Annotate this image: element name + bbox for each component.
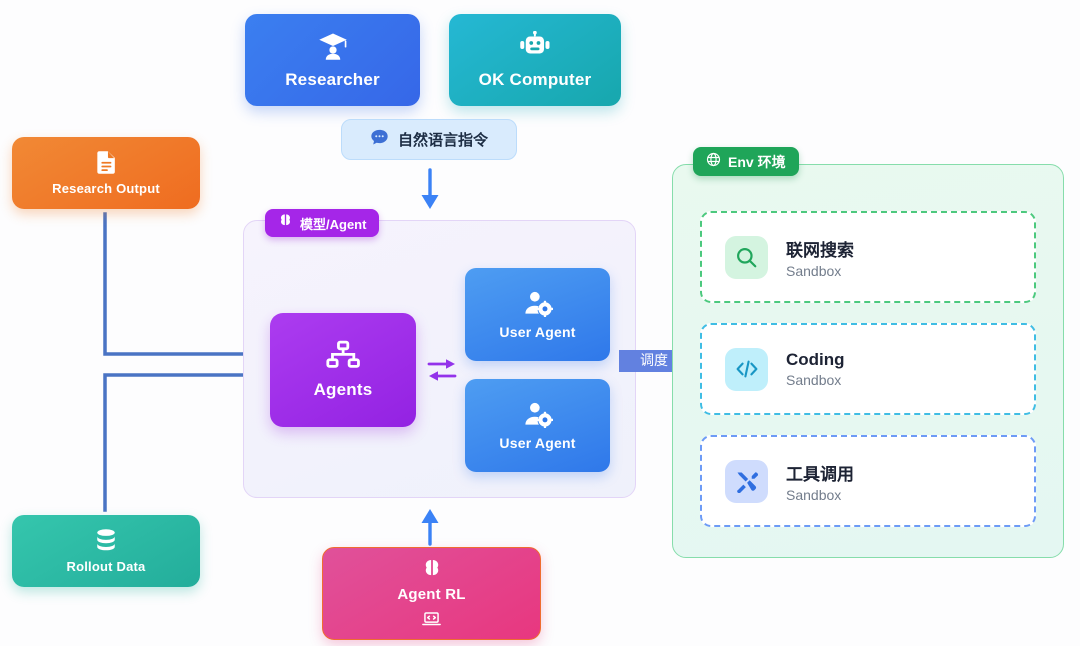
- brain-icon: [278, 213, 293, 233]
- graduation-cap-icon: [316, 31, 350, 61]
- env-card-subtitle: Sandbox: [786, 486, 842, 503]
- instruction-label: 自然语言指令: [397, 132, 488, 149]
- model-agent-badge-label: 模型/Agent: [300, 216, 367, 232]
- user-agent-label: User Agent: [499, 323, 576, 340]
- agent-rl-up-arrow-icon: [421, 509, 439, 546]
- ok-computer-label: OK Computer: [478, 69, 592, 89]
- natural-language-instruction-pill[interactable]: 自然语言指令: [341, 119, 517, 160]
- env-card-subtitle: Sandbox: [786, 372, 842, 388]
- user-gear-icon: [523, 290, 553, 317]
- schedule-arrow-label: 调度: [640, 352, 668, 368]
- env-badge: Env 环境: [693, 147, 799, 176]
- research-output-card[interactable]: Research Output: [12, 137, 200, 209]
- brain-icon: [422, 558, 442, 579]
- database-icon: [93, 528, 119, 553]
- rollout-data-label: Rollout Data: [66, 559, 146, 574]
- search-icon: [725, 235, 768, 279]
- rollout-data-card[interactable]: Rollout Data: [12, 515, 200, 587]
- bidirectional-arrows-icon: [427, 359, 457, 381]
- env-card-title: 工具调用: [786, 464, 854, 484]
- code-brackets-icon: [725, 347, 768, 391]
- sitemap-icon: [325, 340, 361, 372]
- agents-label: Agents: [313, 380, 373, 399]
- env-card-subtitle: Sandbox: [786, 262, 842, 279]
- agents-box[interactable]: Agents: [270, 313, 416, 427]
- document-icon: [95, 150, 118, 175]
- user-gear-icon: [523, 401, 553, 428]
- researcher-card[interactable]: Researcher: [245, 14, 420, 106]
- researcher-label: Researcher: [285, 69, 380, 89]
- chat-bubble-icon: [370, 128, 389, 152]
- model-agent-badge: 模型/Agent: [265, 209, 380, 237]
- user-agent-box[interactable]: User Agent: [465, 379, 610, 472]
- research-output-label: Research Output: [52, 181, 160, 196]
- env-card-coding[interactable]: Coding Sandbox: [700, 323, 1036, 415]
- env-badge-label: Env 环境: [728, 153, 786, 170]
- ok-computer-card[interactable]: OK Computer: [449, 14, 621, 106]
- env-card-tools[interactable]: 工具调用 Sandbox: [700, 435, 1036, 527]
- robot-icon: [518, 30, 552, 61]
- laptop-code-icon: [422, 611, 441, 632]
- instruction-down-arrow-icon: [421, 168, 439, 209]
- globe-icon: [706, 152, 721, 172]
- env-card-search[interactable]: 联网搜索 Sandbox: [700, 211, 1036, 303]
- tools-icon: [725, 459, 768, 503]
- agent-rl-label: Agent RL: [397, 586, 466, 603]
- user-agent-box[interactable]: User Agent: [465, 268, 610, 361]
- user-agent-label: User Agent: [499, 434, 576, 451]
- agent-rl-card[interactable]: Agent RL: [322, 547, 541, 640]
- env-card-title: Coding: [786, 350, 845, 369]
- env-card-title: 联网搜索: [786, 240, 854, 260]
